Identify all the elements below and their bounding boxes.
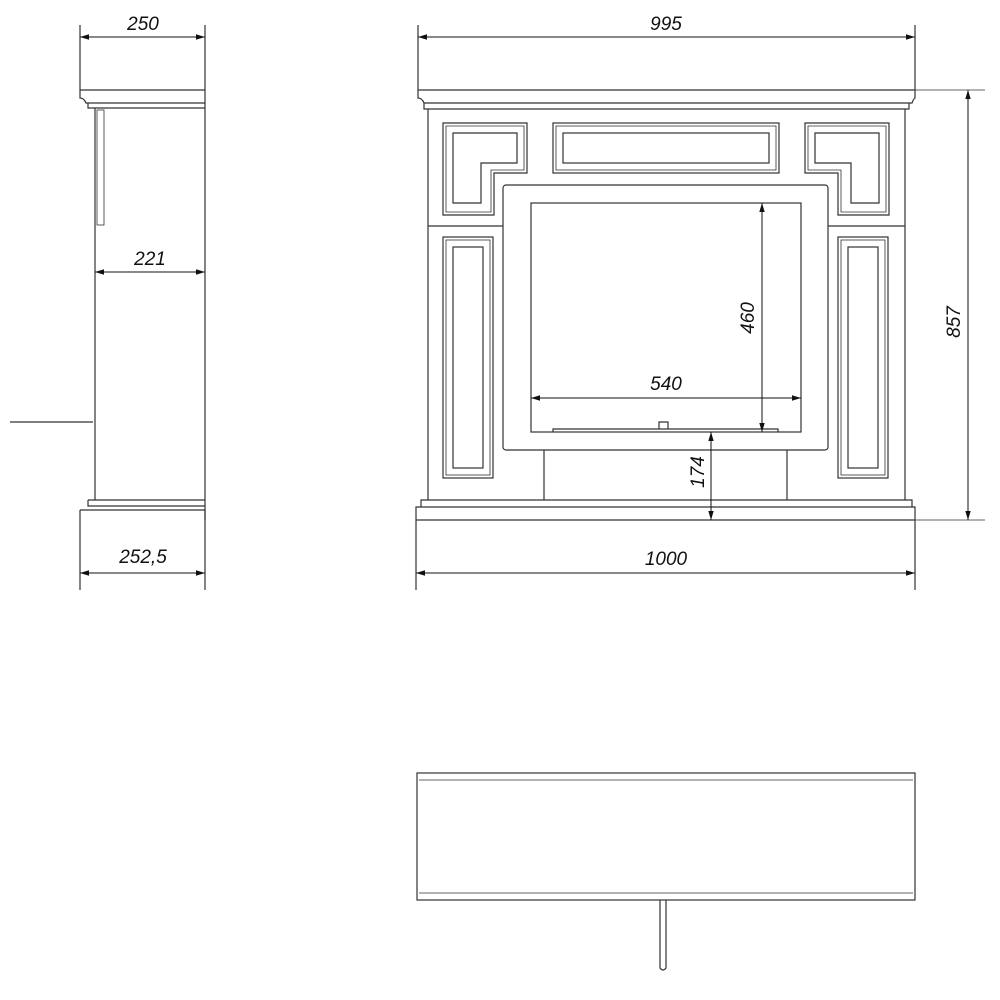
dim-top-depth: 250	[126, 14, 159, 35]
panel-top-right	[804, 122, 890, 216]
dim-hearth-height: 174	[688, 456, 709, 488]
dim-base-depth: 252,5	[118, 547, 167, 568]
dim-base-width: 1000	[645, 549, 688, 570]
panel-top-center	[552, 122, 780, 174]
dim-total-height: 857	[944, 305, 965, 338]
panel-left	[442, 236, 494, 479]
front-view: 995 857 460 540 174 1000	[415, 14, 985, 590]
dim-shelf-width: 995	[650, 14, 682, 35]
dim-opening-height: 460	[738, 302, 759, 334]
firebox-opening	[530, 202, 802, 433]
panel-right	[837, 236, 889, 479]
side-view: 250 221 252,5	[10, 14, 206, 590]
top-view	[416, 772, 916, 971]
firebox-frame	[502, 184, 829, 451]
dim-opening-width: 540	[650, 374, 682, 395]
dim-body-depth: 221	[133, 249, 166, 270]
panel-top-left	[442, 122, 528, 216]
